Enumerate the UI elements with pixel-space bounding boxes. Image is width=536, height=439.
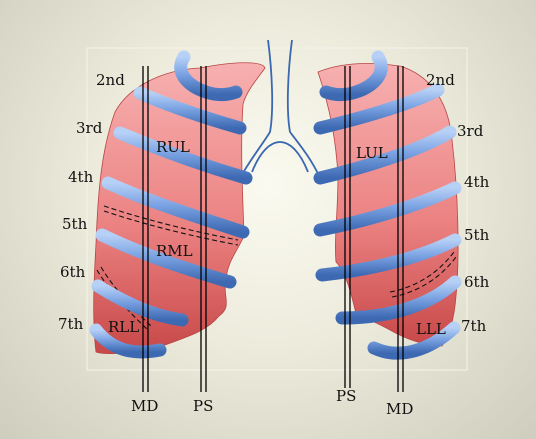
rib-label-left-5th: 5th	[62, 215, 88, 233]
line-label-md-right: MD	[131, 397, 158, 415]
rib-label-left-7th: 7th	[58, 315, 84, 333]
rib-label-right-2nd: 2nd	[426, 71, 455, 89]
lobe-label-lll: LLL	[416, 320, 446, 338]
rib-label-right-5th: 5th	[464, 226, 490, 244]
lobe-label-rll: RLL	[108, 318, 139, 336]
rib-label-right-3rd: 3rd	[457, 122, 484, 140]
line-label-ps-right: PS	[193, 397, 213, 415]
line-label-ps-left: PS	[336, 387, 356, 405]
airway	[240, 40, 320, 178]
rib-label-left-6th: 6th	[60, 263, 86, 281]
lobe-label-rml: RML	[156, 242, 193, 260]
rib-label-right-7th: 7th	[461, 317, 487, 335]
lobe-label-lul: LUL	[356, 144, 388, 162]
rib-label-right-4th: 4th	[464, 173, 490, 191]
rib-label-right-6th: 6th	[464, 273, 490, 291]
line-label-md-left: MD	[386, 400, 413, 418]
lobe-label-rul: RUL	[156, 138, 190, 156]
rib-label-left-2nd: 2nd	[96, 71, 125, 89]
rib-label-left-3rd: 3rd	[76, 119, 103, 137]
rib-label-left-4th: 4th	[68, 168, 94, 186]
